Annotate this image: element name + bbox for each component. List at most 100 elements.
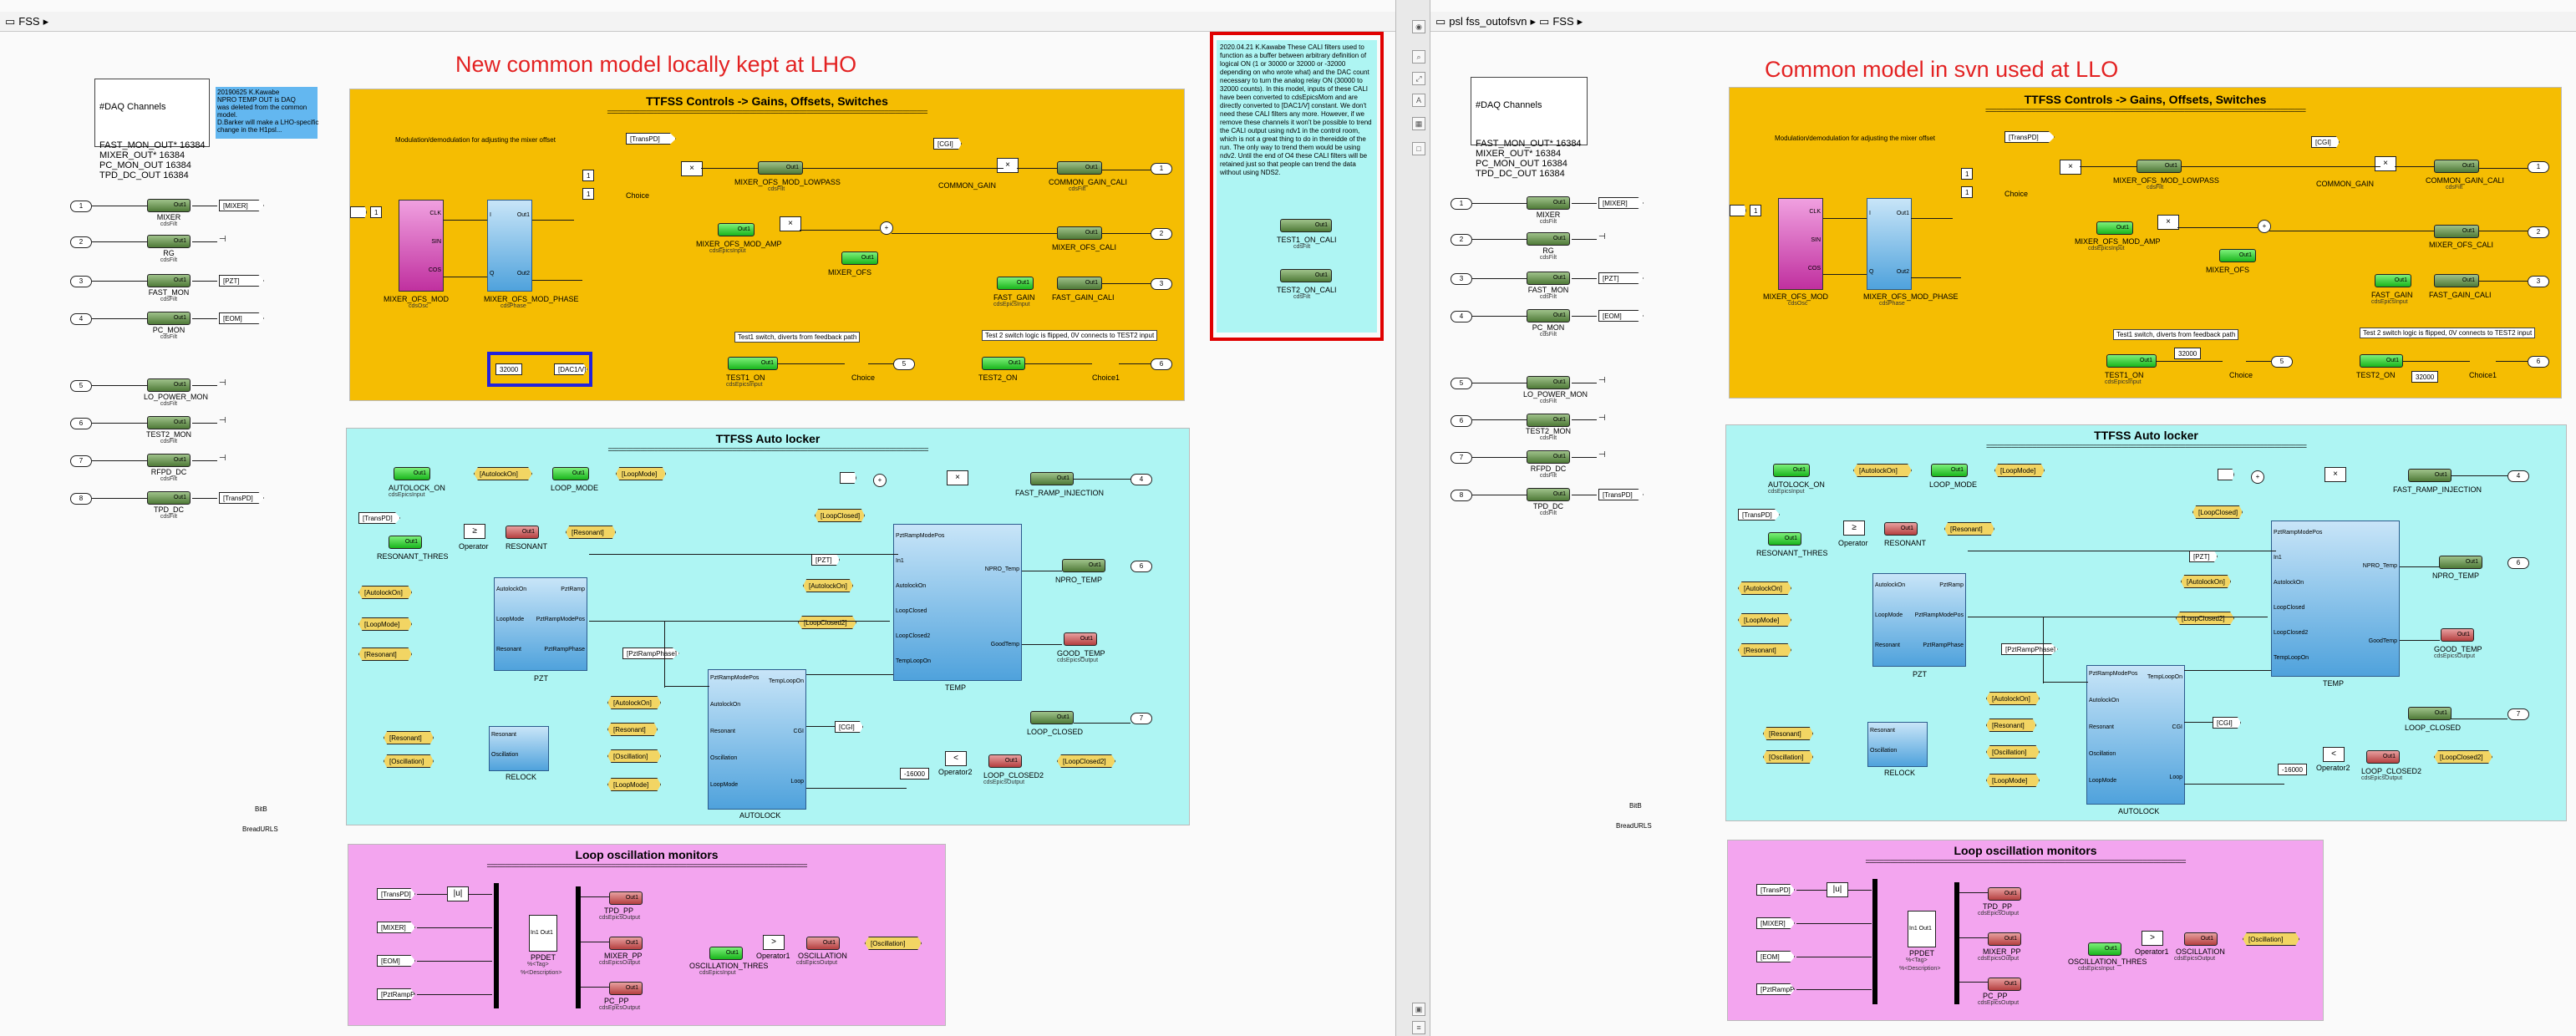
pp-output[interactable]: Out1 bbox=[609, 891, 643, 905]
inport-7[interactable]: 7 bbox=[1451, 452, 1472, 464]
image-icon[interactable]: ▦ bbox=[1412, 117, 1425, 130]
loop-closed2-output[interactable]: Out1 bbox=[2366, 750, 2400, 764]
mixer-ofs-cali-filter[interactable]: Out1 bbox=[1057, 226, 1102, 240]
mixer-ofs-cali-filter[interactable]: Out1 bbox=[2434, 225, 2479, 238]
filter-fast-mon[interactable]: Out1 bbox=[147, 274, 191, 287]
ppdet-block[interactable] bbox=[529, 915, 557, 952]
inport-5[interactable]: 5 bbox=[1451, 378, 1472, 389]
resonant-output[interactable]: Out1 bbox=[1884, 522, 1918, 536]
inport-3[interactable]: 3 bbox=[1451, 273, 1472, 285]
right-editor-pane[interactable]: ▭ psl fss_outofsvn ▸ ▭ FSS ▸ Common mode… bbox=[1430, 0, 2576, 1036]
pp-output[interactable]: Out1 bbox=[1988, 887, 2021, 901]
fast-gain-input[interactable]: Out1 bbox=[997, 277, 1034, 290]
inport-8[interactable]: 8 bbox=[1451, 490, 1472, 501]
outport-5[interactable]: 5 bbox=[893, 358, 915, 370]
ppdet-block[interactable] bbox=[1908, 911, 1936, 947]
fast-gain-cali-filter[interactable]: Out1 bbox=[1057, 277, 1102, 290]
pp-output[interactable]: Out1 bbox=[609, 982, 643, 995]
autolocker-area[interactable]: TTFSS Auto locker=======================… bbox=[1725, 424, 2567, 821]
lowpass-filter[interactable]: Out1 bbox=[758, 161, 803, 175]
outport-1[interactable]: 1 bbox=[2528, 161, 2549, 173]
pp-output[interactable]: Out1 bbox=[1988, 932, 2021, 946]
lowpass-filter[interactable]: Out1 bbox=[2137, 160, 2182, 173]
inport-3[interactable]: 3 bbox=[70, 276, 92, 287]
osc-thres-input[interactable]: Out1 bbox=[2088, 942, 2121, 956]
good-temp-output[interactable]: Out1 bbox=[1064, 632, 1097, 646]
breadcrumb-fss[interactable]: FSS bbox=[18, 15, 40, 28]
test1-on-cali-filter[interactable]: Out1 bbox=[1280, 219, 1332, 232]
mixer-ofs-input[interactable]: Out1 bbox=[841, 251, 878, 265]
test2-on-input[interactable]: Out1 bbox=[982, 357, 1025, 370]
outport-3[interactable]: 3 bbox=[2528, 276, 2549, 287]
npro-temp-filter[interactable]: Out1 bbox=[2439, 556, 2482, 569]
outport-4[interactable]: 4 bbox=[1130, 474, 1152, 485]
outport-7[interactable]: 7 bbox=[1130, 713, 1152, 724]
inport-4[interactable]: 4 bbox=[1451, 311, 1472, 322]
filter-mixer[interactable]: Out1 bbox=[1527, 196, 1570, 210]
inport-4[interactable]: 4 bbox=[70, 313, 92, 325]
resonant-output[interactable]: Out1 bbox=[506, 526, 539, 539]
annotation-icon[interactable]: A bbox=[1412, 94, 1425, 107]
hide-icon[interactable]: ◉ bbox=[1412, 20, 1425, 33]
oscillation-output[interactable]: Out1 bbox=[2184, 932, 2218, 946]
loop-mode-input[interactable]: Out1 bbox=[1931, 464, 1968, 477]
layers-icon[interactable]: ≡ bbox=[1412, 1021, 1425, 1034]
camera-icon[interactable]: ▣ bbox=[1412, 1003, 1425, 1016]
outport-7[interactable]: 7 bbox=[2507, 708, 2529, 720]
pp-output[interactable]: Out1 bbox=[1988, 978, 2021, 991]
filter-tpd-dc[interactable]: Out1 bbox=[1527, 488, 1570, 501]
mixer-ofs-input[interactable]: Out1 bbox=[2219, 249, 2256, 262]
inport-2[interactable]: 2 bbox=[1451, 234, 1472, 246]
pane-divider[interactable] bbox=[1395, 0, 1430, 1036]
loop-closed-filter[interactable]: Out1 bbox=[1030, 711, 1074, 724]
pp-output[interactable]: Out1 bbox=[609, 937, 643, 950]
test2-on-input[interactable]: Out1 bbox=[2360, 354, 2403, 368]
filter-tpd-dc[interactable]: Out1 bbox=[147, 491, 191, 505]
fast-gain-cali-filter[interactable]: Out1 bbox=[2434, 274, 2479, 287]
osc-thres-input[interactable]: Out1 bbox=[709, 947, 743, 960]
outport-2[interactable]: 2 bbox=[2528, 226, 2549, 238]
filter-rfpd-dc[interactable]: Out1 bbox=[147, 454, 191, 467]
controls-area[interactable]: TTFSS Controls -> Gains, Offsets, Switch… bbox=[1729, 87, 2562, 399]
loop-mode-input[interactable]: Out1 bbox=[552, 467, 589, 480]
test1-on-input[interactable]: Out1 bbox=[728, 357, 778, 370]
breadcrumb-fss[interactable]: FSS bbox=[1552, 15, 1574, 28]
loop-closed2-output[interactable]: Out1 bbox=[988, 754, 1022, 768]
inport-6[interactable]: 6 bbox=[70, 418, 92, 429]
inport-7[interactable]: 7 bbox=[70, 455, 92, 467]
fast-ramp-filter[interactable]: Out1 bbox=[1030, 472, 1074, 485]
filter-rfpd-dc[interactable]: Out1 bbox=[1527, 450, 1570, 464]
filter-fast-mon[interactable]: Out1 bbox=[1527, 272, 1570, 285]
outport-2[interactable]: 2 bbox=[1151, 228, 1172, 240]
right-breadcrumb[interactable]: ▭ psl fss_outofsvn ▸ ▭ FSS ▸ bbox=[1430, 12, 2576, 32]
autolock-on-input[interactable]: Out1 bbox=[394, 467, 430, 480]
outport-6b[interactable]: 6 bbox=[1130, 561, 1152, 572]
test1-on-input[interactable]: Out1 bbox=[2106, 354, 2157, 368]
inport-6[interactable]: 6 bbox=[1451, 415, 1472, 427]
autolock-on-input[interactable]: Out1 bbox=[1773, 464, 1810, 477]
common-gain-cali-filter[interactable]: Out1 bbox=[2434, 160, 2479, 173]
common-gain-cali-filter[interactable]: Out1 bbox=[1057, 161, 1102, 175]
good-temp-output[interactable]: Out1 bbox=[2441, 628, 2474, 642]
filter-rg[interactable]: Out1 bbox=[1527, 232, 1570, 246]
zoom-icon[interactable]: ⌕ bbox=[1412, 50, 1425, 63]
controls-area[interactable]: TTFSS Controls -> Gains, Offsets, Switch… bbox=[349, 89, 1185, 401]
inport-5[interactable]: 5 bbox=[70, 380, 92, 392]
outport-4[interactable]: 4 bbox=[2507, 470, 2529, 482]
loop-closed-filter[interactable]: Out1 bbox=[2408, 707, 2452, 720]
outport-3[interactable]: 3 bbox=[1151, 278, 1172, 290]
filter-test2-mon[interactable]: Out1 bbox=[1527, 414, 1570, 427]
fast-gain-input[interactable]: Out1 bbox=[2375, 274, 2411, 287]
filter-lo-power-mon[interactable]: Out1 bbox=[147, 378, 191, 392]
mod-amp-input[interactable]: Out1 bbox=[718, 223, 755, 236]
